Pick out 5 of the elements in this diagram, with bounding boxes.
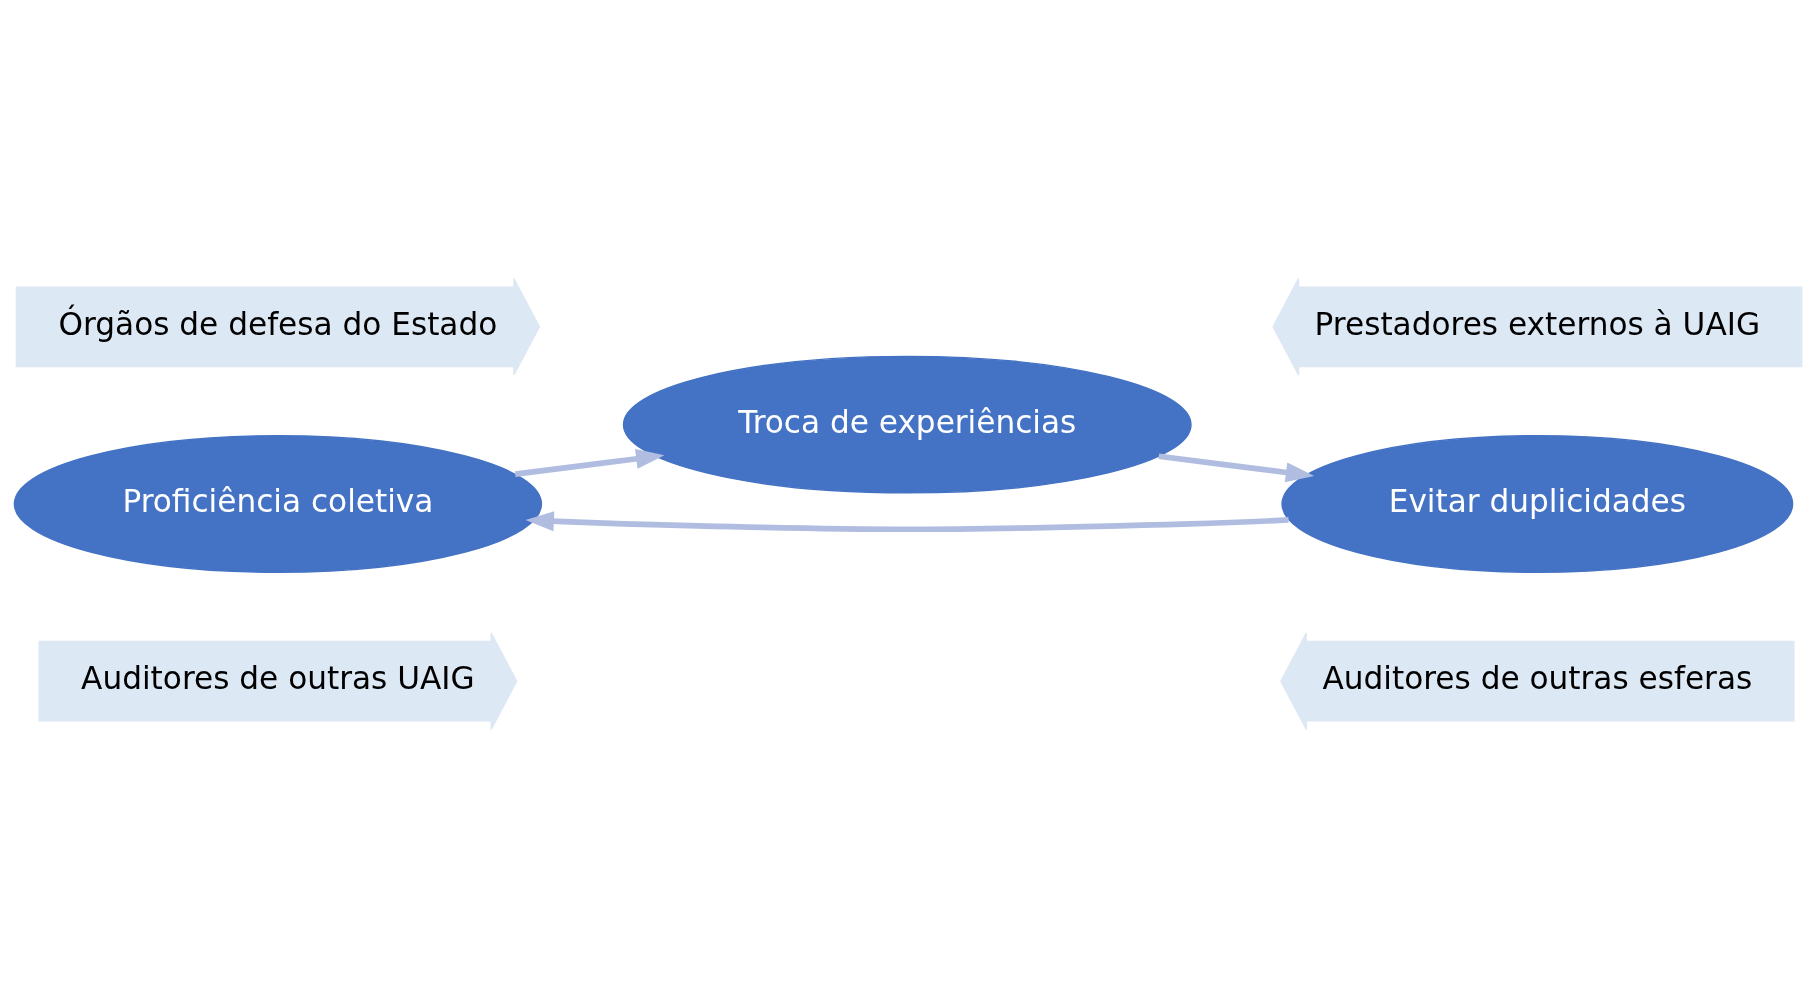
node-ellipse: Proficiência coletiva — [13, 434, 543, 573]
arrow — [525, 510, 1289, 532]
node-ellipse: Troca de experiências — [622, 355, 1192, 494]
arrow — [1158, 452, 1315, 482]
arrow — [514, 448, 665, 477]
